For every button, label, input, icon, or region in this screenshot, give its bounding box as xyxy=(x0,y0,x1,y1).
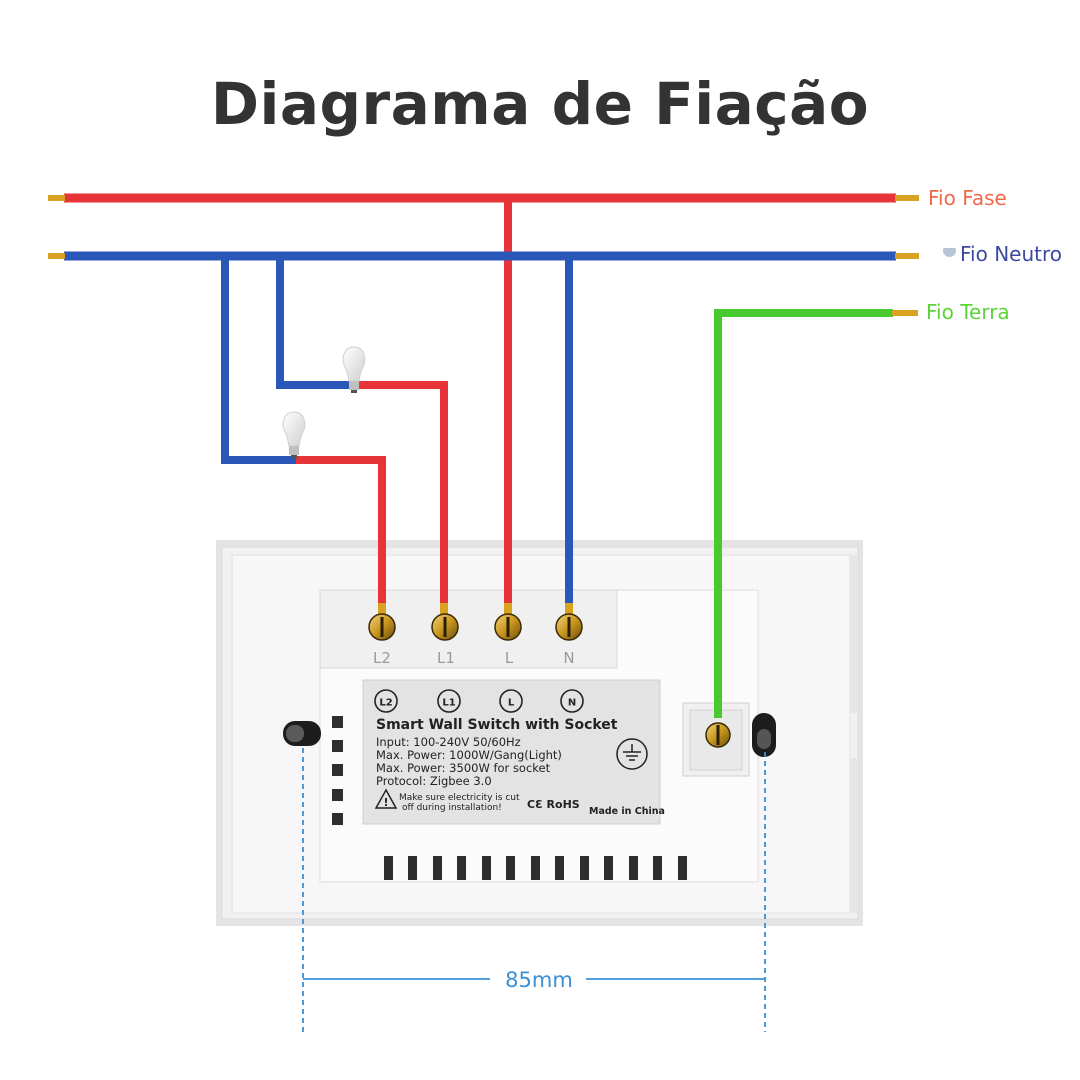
plate-warning-line1: Make sure electricity is cut xyxy=(399,793,520,803)
earth-terminal-block xyxy=(682,702,750,777)
svg-text:!: ! xyxy=(383,796,388,809)
terminal-labels: L2 L1 L N xyxy=(373,649,575,667)
terminal-icon-row: L2 L1 L N xyxy=(374,689,584,713)
ground-symbol-icon xyxy=(616,738,648,770)
neutral-wire-lamp2 xyxy=(221,256,296,464)
plate-made-in: Made in China xyxy=(589,806,665,817)
side-slots xyxy=(332,716,343,825)
plate-icon-l2: L2 xyxy=(379,698,392,709)
plate-spec-protocol: Protocol: Zigbee 3.0 xyxy=(376,774,492,788)
neutral-wire-lamp1 xyxy=(276,256,354,389)
phase-wire-label: Fio Fase xyxy=(928,186,1007,210)
terminal-label-l: L xyxy=(505,649,514,667)
plate-icon-l1: L1 xyxy=(442,698,455,709)
plate-icon-n: N xyxy=(568,698,576,709)
plate-certifications: CƐ RoHS xyxy=(527,798,580,811)
wire-tips xyxy=(48,195,919,615)
terminal-label-n: N xyxy=(563,649,574,667)
vent-slots xyxy=(384,856,687,880)
plate-warning-line2: off during installation! xyxy=(402,803,502,813)
plate-icon-l: L xyxy=(508,698,515,709)
plate-spec-light: Max. Power: 1000W/Gang(Light) xyxy=(376,748,562,762)
mounting-clip-right xyxy=(752,713,776,757)
light-bulb-1-icon xyxy=(342,346,366,393)
label-plate: L2 L1 L N Smart Wall Switch with Socket … xyxy=(362,679,665,825)
neutral-marker-icon xyxy=(943,248,956,257)
wires xyxy=(64,193,896,718)
dimension-label: 85mm xyxy=(505,968,573,992)
plate-spec-input: Input: 100-240V 50/60Hz xyxy=(376,735,521,749)
warning-triangle-icon: ! xyxy=(374,788,398,809)
dimension-indicator: 85mm xyxy=(302,748,766,1032)
neutral-wire-label: Fio Neutro xyxy=(960,242,1063,266)
light-bulb-2-icon xyxy=(282,411,306,458)
plate-spec-socket: Max. Power: 3500W for socket xyxy=(376,761,551,775)
terminal-label-l2: L2 xyxy=(373,649,391,667)
terminal-screws xyxy=(368,613,731,748)
switched-wire-l1 xyxy=(354,381,448,612)
mounting-clip-left xyxy=(283,721,321,746)
earth-wire-label: Fio Terra xyxy=(926,300,1010,324)
page-title: Diagrama de Fiação xyxy=(210,70,870,138)
earth-wire xyxy=(714,309,893,718)
switched-wire-l2 xyxy=(296,456,386,612)
plate-heading: Smart Wall Switch with Socket xyxy=(376,717,618,733)
terminal-label-l1: L1 xyxy=(437,649,455,667)
